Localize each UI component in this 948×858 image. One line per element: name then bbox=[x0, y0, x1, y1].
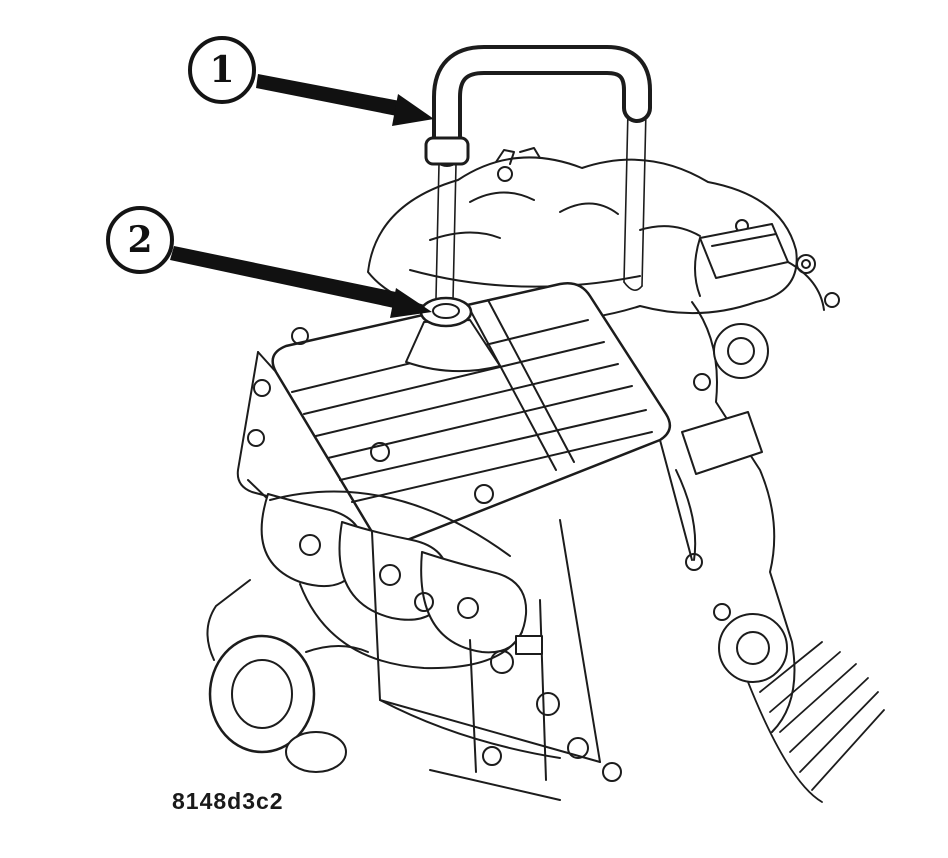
callout-1: 1 bbox=[188, 36, 256, 104]
pcv-hose bbox=[424, 45, 652, 167]
valve-cover bbox=[271, 282, 672, 546]
pulley-hatch bbox=[747, 641, 885, 803]
lower-block bbox=[371, 519, 622, 801]
exhaust-manifold bbox=[260, 490, 528, 670]
callout-1-label: 1 bbox=[209, 49, 235, 91]
callout-2-label: 2 bbox=[127, 219, 153, 261]
figure-code: 8148d3c2 bbox=[172, 788, 284, 814]
right-bracket bbox=[694, 223, 840, 311]
engine-block-right bbox=[659, 301, 796, 733]
left-flange bbox=[206, 579, 369, 773]
callout-1-arrowhead bbox=[392, 94, 434, 126]
callout-2-arrow bbox=[170, 246, 396, 308]
callout-2: 2 bbox=[106, 206, 174, 274]
callout-1-arrow bbox=[256, 74, 402, 117]
callout-arrows bbox=[170, 74, 434, 318]
callout-2-arrowhead bbox=[390, 288, 432, 318]
hose-guide-pipes bbox=[435, 109, 647, 301]
